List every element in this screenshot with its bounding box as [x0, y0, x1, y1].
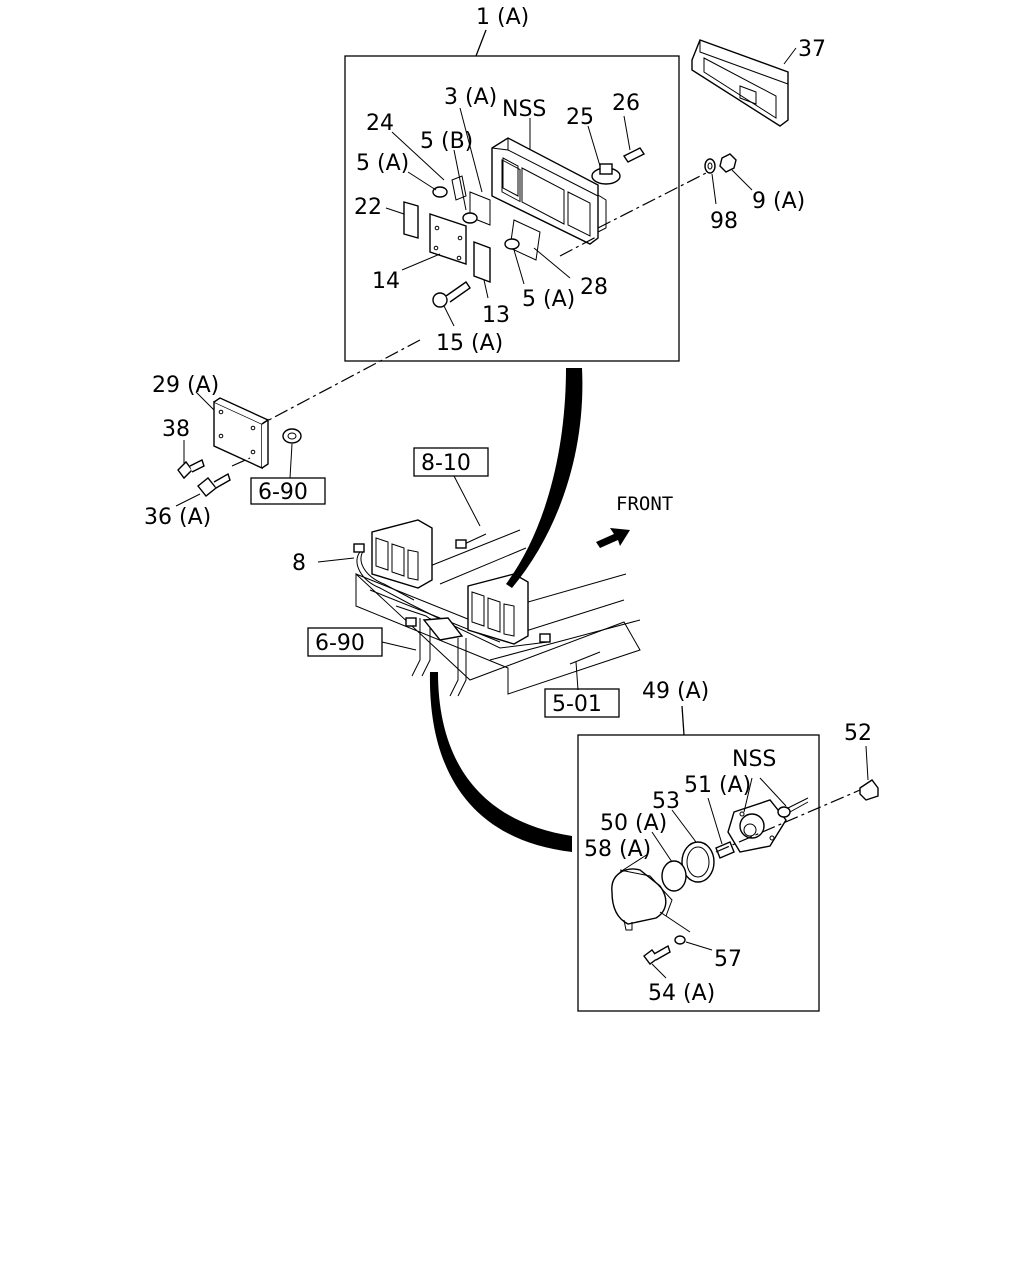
label-15a: 15 (A): [436, 331, 503, 356]
label-8: 8: [292, 551, 306, 576]
cover-plate: [429, 213, 467, 265]
label-51a: 51 (A): [684, 773, 751, 798]
lens: [661, 860, 687, 892]
label-50a: 50 (A): [600, 811, 667, 836]
label-52: 52: [844, 721, 872, 746]
label-37: 37: [798, 37, 826, 62]
bulb: [504, 238, 520, 250]
label-25: 25: [566, 105, 594, 130]
plate: [403, 201, 419, 239]
label-58a: 58 (A): [584, 837, 651, 862]
label-front: FRONT: [616, 493, 673, 515]
label-53: 53: [652, 789, 680, 814]
label-5a: 5 (A): [356, 151, 409, 176]
label-5a: 5 (A): [522, 287, 575, 312]
label-54a: 54 (A): [648, 981, 715, 1006]
nut: [719, 153, 737, 173]
screw: [432, 281, 471, 308]
callout-labels: 1 (A) 3 (A) NSS 25 26 24 5 (B) 5 (A) 22 …: [144, 5, 872, 1006]
ref-6-90: 6-90: [258, 480, 308, 505]
nut: [282, 428, 302, 444]
front-arrow-icon: [596, 528, 630, 548]
screw: [622, 147, 646, 163]
label-28: 28: [580, 275, 608, 300]
label-26: 26: [612, 91, 640, 116]
washer: [674, 935, 686, 945]
small-plate: [473, 240, 491, 284]
bracket: [213, 397, 270, 470]
bulb: [432, 186, 448, 198]
bulb: [462, 212, 478, 224]
detail-box-license-lamp: [577, 705, 861, 1012]
bolt: [177, 459, 205, 480]
callout-curve: [429, 672, 572, 852]
lamp-base: [727, 799, 787, 853]
lamp-cover: [611, 868, 673, 931]
label-1a: 1 (A): [476, 5, 529, 30]
socket: [591, 163, 621, 185]
ref-6-90: 6-90: [315, 631, 365, 656]
label-38: 38: [162, 417, 190, 442]
label-9a: 9 (A): [752, 189, 805, 214]
label-24: 24: [366, 111, 394, 136]
label-36a: 36 (A): [144, 505, 211, 530]
lamp-cover: [691, 39, 789, 127]
lamp-housing: [491, 137, 607, 245]
wire-lead: [777, 797, 809, 818]
label-nss: NSS: [502, 97, 546, 122]
page-references: 6-90 8-10 6-90 5-01: [250, 447, 620, 718]
label-13: 13: [482, 303, 510, 328]
ref-5-01: 5-01: [552, 692, 602, 717]
grommet: [859, 779, 879, 801]
label-5b: 5 (B): [420, 129, 473, 154]
rear-frame: [353, 519, 641, 697]
bolt: [197, 472, 231, 497]
label-22: 22: [354, 195, 382, 220]
label-49a: 49 (A): [642, 679, 709, 704]
label-57: 57: [714, 947, 742, 972]
label-14: 14: [372, 269, 400, 294]
washer: [704, 158, 716, 174]
bulb: [715, 841, 735, 859]
callout-curve: [506, 368, 583, 588]
label-29a: 29 (A): [152, 373, 219, 398]
label-98: 98: [710, 209, 738, 234]
detail-box-lamp-assembly: [344, 29, 680, 362]
ref-8-10: 8-10: [421, 451, 471, 476]
label-3a: 3 (A): [444, 85, 497, 110]
lens: [469, 191, 491, 226]
screw: [643, 944, 671, 965]
label-nss: NSS: [732, 747, 776, 772]
